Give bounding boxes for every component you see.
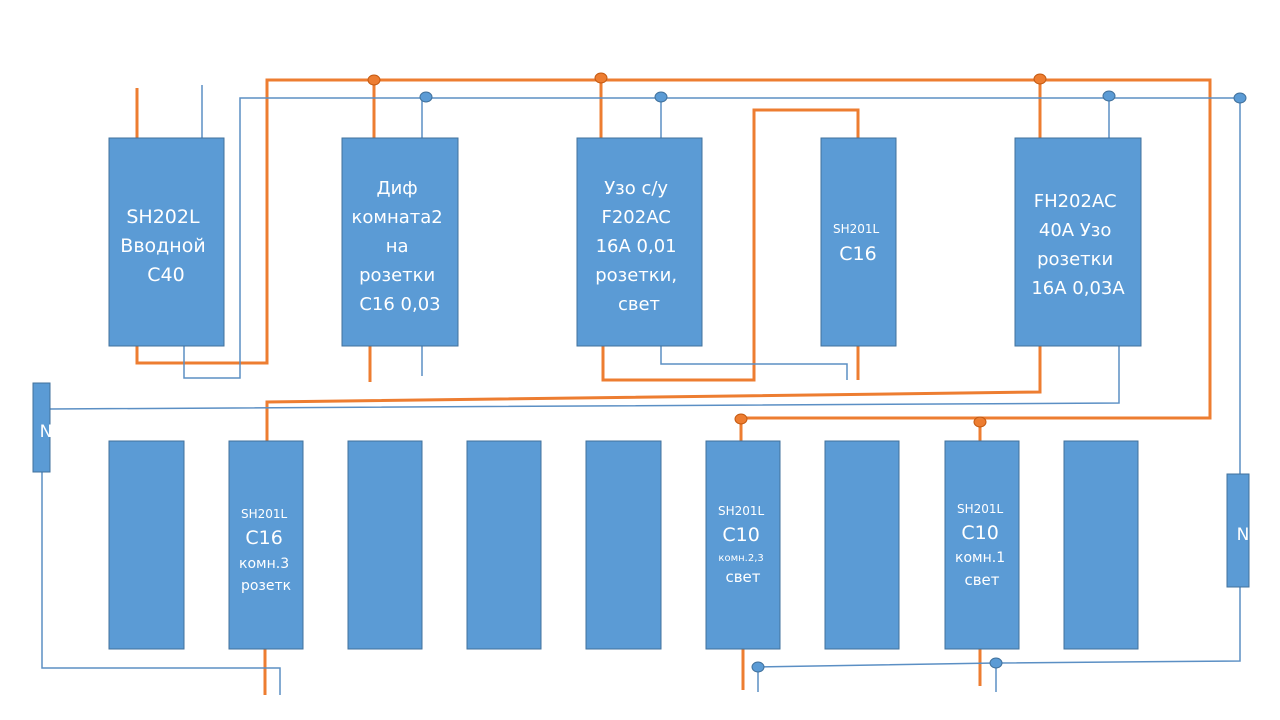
breaker-label-line: свет <box>964 571 999 589</box>
bottom-row-breakers: SH201L C16 комн.3 розетк SH201L C10 комн… <box>108 440 1139 650</box>
junction-nodes <box>367 72 1247 673</box>
breaker-main: SH202L Вводной C40 <box>108 137 225 347</box>
breaker-room3-sockets: SH201L C16 комн.3 розетк <box>228 440 304 650</box>
svg-text:Узо с/у F202AC: Узо с/у F202AC 16A 0,01 розетки, свет <box>595 178 683 315</box>
breaker-label-line: C10 <box>722 524 759 546</box>
breaker-label-line: C16 <box>245 527 282 549</box>
neutral-nbar-left-to-room3 <box>41 472 281 695</box>
breaker-label-line: на <box>386 236 409 257</box>
neutral-rcd-to-nbar-left <box>49 346 1120 410</box>
neutral-bar-label: N <box>1237 525 1250 545</box>
breaker-label-line: SH201L <box>833 222 880 236</box>
breaker-label-line: SH201L <box>718 504 765 518</box>
breaker-label-line: C16 0,03 <box>359 294 440 315</box>
breaker-mcb-c16: SH201L C16 <box>820 137 897 347</box>
breaker-label-line: SH201L <box>957 502 1004 516</box>
neutral-bar-label: N <box>40 422 53 442</box>
neutral-junction <box>989 657 1003 669</box>
phase-wires <box>135 78 1212 695</box>
breaker-label-line: комн.2,3 <box>718 553 763 564</box>
breaker-label-line: F202AC <box>601 207 670 228</box>
breaker-label-line: свет <box>725 568 760 586</box>
neutral-junction <box>1233 92 1247 104</box>
svg-text:SH201L C16 ком: SH201L C16 комн.3 розетк <box>239 507 293 594</box>
top-row-breakers: SH202L Вводной C40 Диф комната2 на розет… <box>108 137 1142 347</box>
breaker-label-line: SH201L <box>241 507 288 521</box>
phase-junction <box>1033 73 1047 85</box>
breaker-slot-empty <box>108 440 185 650</box>
breaker-room1-light: SH201L C10 комн.1 свет <box>944 440 1020 650</box>
neutral-junction <box>419 91 433 103</box>
breaker-rcd-sockets: FH202AC 40A Узо розетки 16A 0,03A <box>1014 137 1142 347</box>
breaker-rcbo-room2: Диф комната2 на розетки C16 0,03 <box>341 137 459 347</box>
breaker-label-line: C10 <box>961 522 998 544</box>
neutral-junction <box>1102 90 1116 102</box>
breaker-label-line: розетки <box>1037 249 1113 270</box>
svg-text:FH202AC 40A Узо: FH202AC 40A Узо розетки 16A 0,03A <box>1031 191 1125 299</box>
phase-rcd-to-room3 <box>265 346 1042 441</box>
breaker-label-line: Диф <box>377 178 418 199</box>
phase-junction <box>734 413 748 425</box>
breaker-label-line: SH202L <box>126 206 200 228</box>
neutral-junction <box>654 91 668 103</box>
svg-text:Диф комната2 н: Диф комната2 на розетки C16 0,03 <box>352 178 449 315</box>
breaker-slot-empty <box>824 440 900 650</box>
phase-junction <box>594 72 608 84</box>
phase-wire-main-out <box>135 78 1212 420</box>
breaker-room23-light: SH201L C10 комн.2,3 свет <box>705 440 781 650</box>
breaker-label-line: Вводной <box>120 235 205 257</box>
breaker-label-line: FH202AC <box>1034 191 1117 212</box>
phase-loop-bathroom <box>601 108 860 382</box>
svg-text:SH202L Вводной: SH202L Вводной C40 <box>120 206 211 286</box>
breaker-label-line: комната2 <box>352 207 443 228</box>
breaker-label-line: розетк <box>241 578 291 594</box>
neutral-wires <box>41 85 1241 695</box>
breaker-slot-empty <box>585 440 662 650</box>
breaker-label-line: C16 <box>839 243 876 265</box>
breaker-label-line: 16A 0,03A <box>1031 278 1125 299</box>
breaker-slot-empty <box>1063 440 1139 650</box>
breaker-label-line: комн.3 <box>239 556 289 572</box>
breaker-rcd-bathroom: Узо с/у F202AC 16A 0,01 розетки, свет <box>576 137 703 347</box>
neutral-junction <box>751 661 765 673</box>
neutral-out-bathroom <box>660 346 848 380</box>
neutral-wire-main-out <box>183 97 1241 474</box>
breaker-label-line: розетки <box>359 265 435 286</box>
breaker-label-line: Узо с/у <box>604 178 668 199</box>
breaker-label-line: C40 <box>147 264 184 286</box>
neutral-bar-right: N <box>1226 473 1250 588</box>
phase-junction <box>367 74 381 86</box>
svg-text:SH201L C10 ком: SH201L C10 комн.2,3 свет <box>718 504 768 586</box>
breaker-slot-empty <box>347 440 423 650</box>
breaker-label-line: розетки, <box>595 265 677 286</box>
breaker-label-line: 16A 0,01 <box>596 236 677 257</box>
breaker-label-line: 40A Узо <box>1039 220 1112 241</box>
breaker-label-line: свет <box>618 294 660 315</box>
neutral-bar-left: N <box>32 382 53 473</box>
phase-junction <box>973 416 987 428</box>
svg-text:SH201L C10 ком: SH201L C10 комн.1 свет <box>955 502 1009 589</box>
breaker-slot-empty <box>466 440 542 650</box>
breaker-label-line: комн.1 <box>955 550 1005 566</box>
svg-text:SH201L C16: SH201L C16 <box>833 222 883 265</box>
